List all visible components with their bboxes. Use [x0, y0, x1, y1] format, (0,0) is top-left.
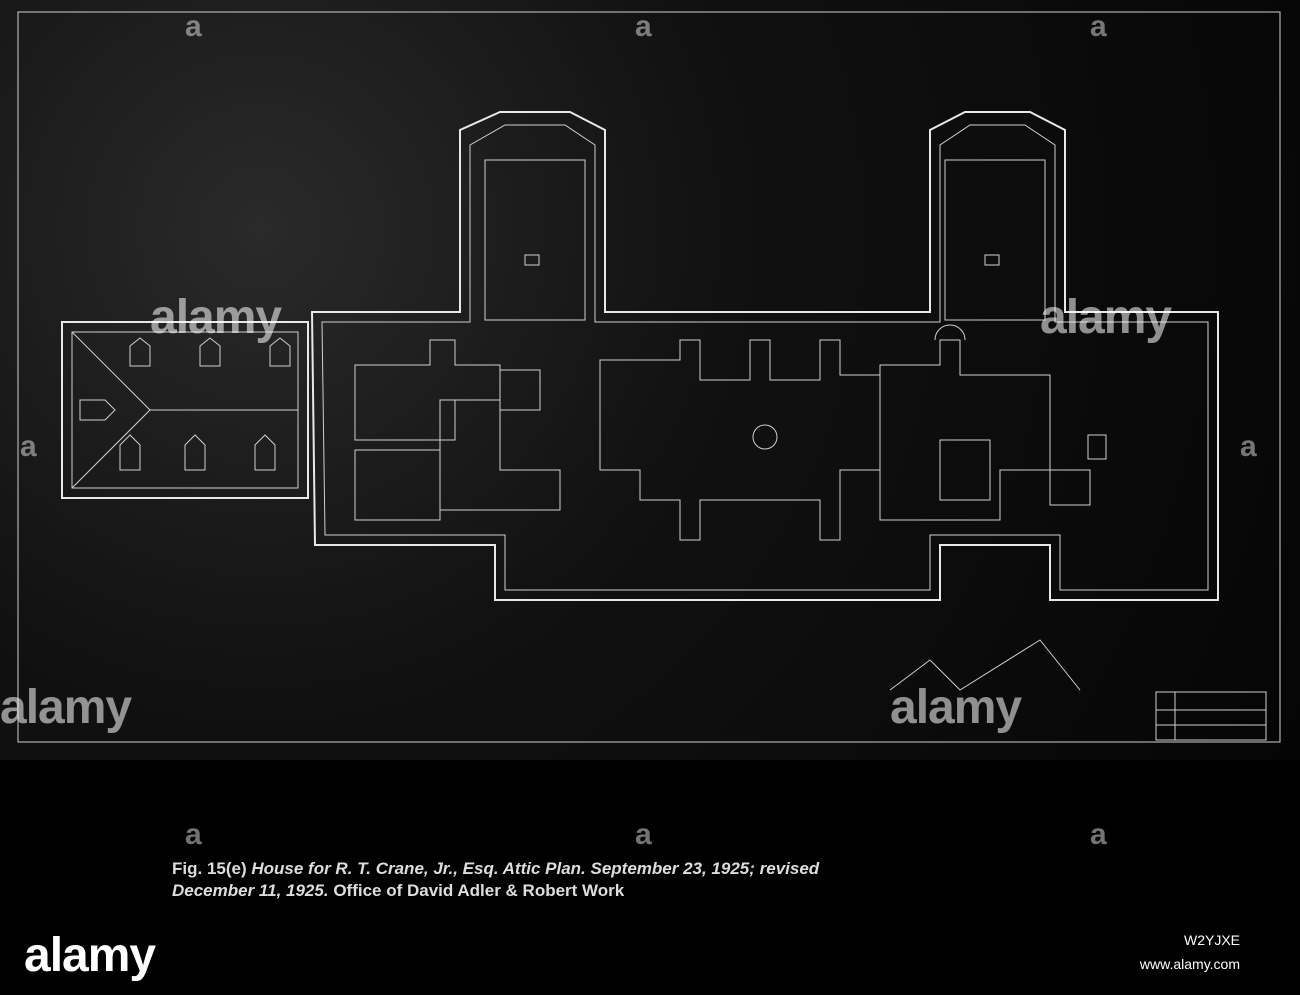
caption-fig-label: Fig. 15(e) — [172, 859, 247, 878]
drawing-border — [17, 11, 1281, 743]
left-wing-dormers — [79, 337, 291, 471]
site-url[interactable]: www.alamy.com — [1139, 956, 1240, 972]
alamy-logo: alamy — [24, 929, 156, 982]
caption-title: House for R. T. Crane, Jr., Esq. Attic P… — [251, 859, 820, 878]
terrace-lines — [889, 639, 1081, 691]
title-block — [1155, 691, 1267, 741]
left-tower-room — [484, 159, 586, 321]
watermark-text: alamy — [1040, 291, 1172, 344]
blueprint-plate: alamy alamy alamy alamy a a a a a — [0, 0, 1300, 760]
attic-plan-drawing — [17, 11, 1281, 743]
watermark-text: alamy — [150, 291, 282, 344]
watermark-mark: a — [20, 430, 37, 463]
watermark-mark: a — [1090, 10, 1107, 43]
watermark-mark: a — [1090, 818, 1107, 851]
right-tower-room — [944, 159, 1046, 321]
watermark-mark: a — [185, 10, 202, 43]
watermark-mark: a — [635, 818, 652, 851]
watermark-mark: a — [185, 818, 202, 851]
main-body-outline — [310, 111, 1219, 601]
caption-revision-date: December 11, 1925. — [172, 881, 329, 900]
watermark-mark: a — [635, 10, 652, 43]
interior-rooms — [354, 324, 1107, 541]
watermark-mark: a — [1240, 430, 1257, 463]
left-wing-roof — [61, 321, 309, 499]
figure-caption: Fig. 15(e) House for R. T. Crane, Jr., E… — [172, 858, 1072, 902]
image-id: W2YJXE — [1183, 932, 1240, 948]
caption-office: Office of David Adler & Robert Work — [333, 881, 625, 900]
watermark-text: alamy — [890, 681, 1022, 734]
footer-bar — [0, 912, 1300, 995]
watermark-text: alamy — [0, 681, 132, 734]
